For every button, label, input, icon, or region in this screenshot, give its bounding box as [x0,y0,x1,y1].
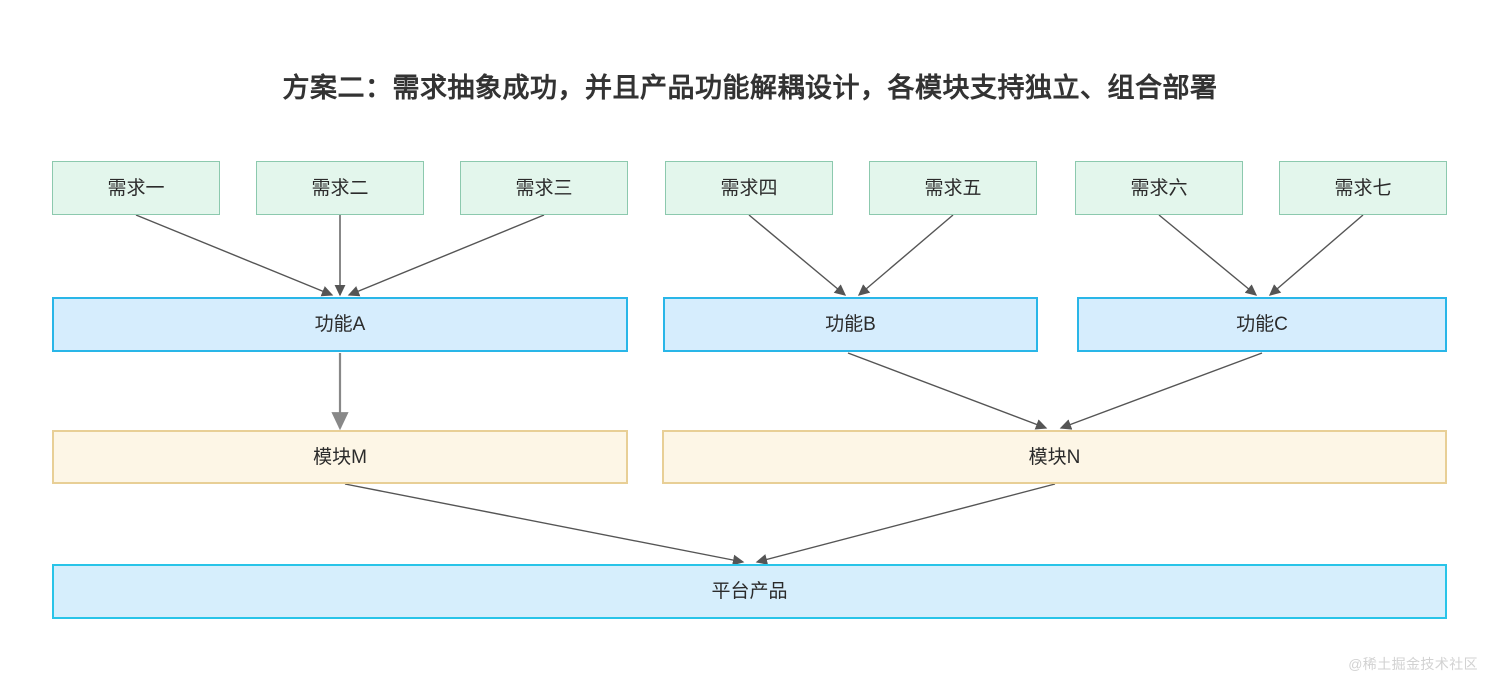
node-requirement-3[interactable]: 需求三 [460,161,628,215]
arrow-funcB-to-moduleN [847,352,1048,430]
arrow-funcC-to-moduleN [1059,352,1263,430]
node-requirement-2[interactable]: 需求二 [256,161,424,215]
node-label: 需求一 [107,177,165,199]
node-label: 模块M [313,446,367,468]
node-function-c[interactable]: 功能C [1077,297,1447,352]
arrow-req3-to-funcA [347,214,545,297]
arrow-req1-to-funcA [135,214,334,297]
node-module-n[interactable]: 模块N [662,430,1447,484]
node-label: 功能A [314,314,366,335]
node-label: 需求五 [924,177,982,199]
node-function-a[interactable]: 功能A [52,297,628,352]
node-label: 需求三 [515,177,573,199]
watermark: @稀土掘金技术社区 [1348,656,1478,672]
connector-arrows [135,214,1364,566]
node-label: 功能C [1236,314,1288,335]
node-label: 功能B [825,314,876,335]
arrow-req5-to-funcB [857,214,954,296]
node-function-b[interactable]: 功能B [663,297,1038,352]
node-label: 平台产品 [711,581,788,602]
node-platform-product[interactable]: 平台产品 [52,564,1447,619]
node-requirement-1[interactable]: 需求一 [52,161,220,215]
arrow-req7-to-funcC [1268,214,1364,296]
arrow-req4-to-funcB [748,214,847,296]
node-requirement-4[interactable]: 需求四 [665,161,833,215]
arrow-moduleN-to-platform [755,483,1056,565]
node-label: 需求六 [1130,177,1188,199]
page-title: 方案二：需求抽象成功，并且产品功能解耦设计，各模块支持独立、组合部署 [282,73,1218,103]
node-requirement-6[interactable]: 需求六 [1075,161,1243,215]
node-label: 需求四 [720,177,778,199]
node-requirement-5[interactable]: 需求五 [869,161,1037,215]
node-module-m[interactable]: 模块M [52,430,628,484]
node-requirement-7[interactable]: 需求七 [1279,161,1447,215]
node-label: 需求二 [311,177,369,199]
node-label: 模块N [1028,446,1081,468]
node-label: 需求七 [1334,177,1392,199]
arrow-req6-to-funcC [1158,214,1258,296]
arrow-moduleM-to-platform [344,483,745,566]
